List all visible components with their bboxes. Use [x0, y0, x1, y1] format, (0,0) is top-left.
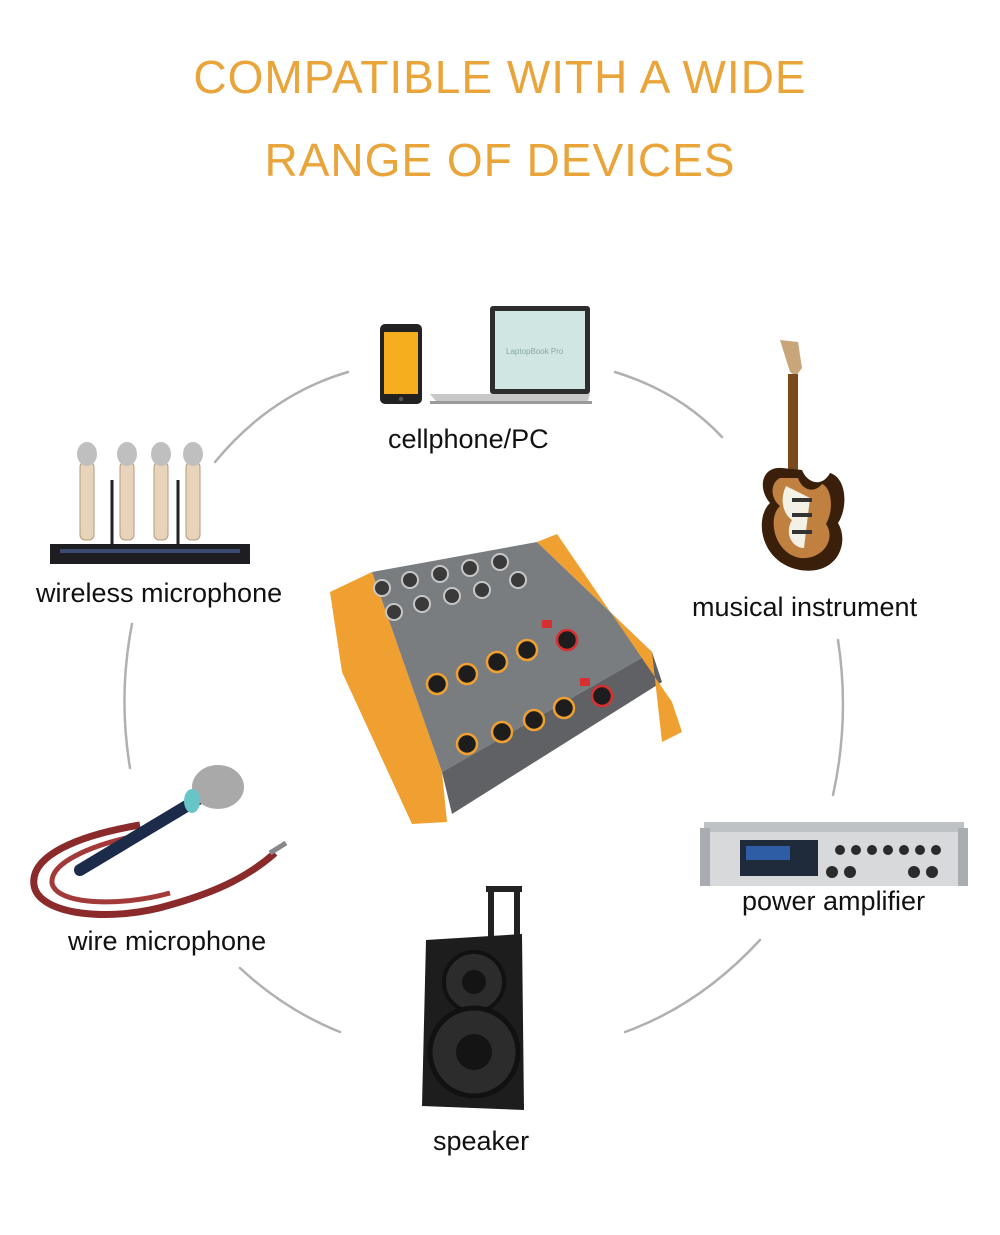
power-amplifier-icon — [700, 822, 968, 886]
device-label-cellphone-pc: cellphone/PC — [388, 424, 549, 454]
device-label-power-amplifier: power amplifier — [742, 886, 926, 916]
laptop-screen-text: LaptopBook Pro — [506, 347, 564, 356]
audio-mixer-icon — [330, 534, 682, 824]
electric-guitar-icon — [761, 340, 845, 571]
device-label-speaker: speaker — [433, 1126, 530, 1156]
wired-microphone-icon — [30, 765, 288, 918]
ring-arc-bottom-left — [238, 966, 342, 1034]
speaker-icon — [422, 886, 524, 1110]
device-label-musical-instrument: musical instrument — [692, 592, 918, 622]
ring-arc-bottom-right — [623, 938, 762, 1034]
wireless-microphone-icon — [50, 442, 250, 564]
headline-line-1: COMPATIBLE WITH A WIDE — [193, 51, 807, 103]
device-label-wireless-microphone: wireless microphone — [36, 578, 283, 608]
ring-arc-left — [123, 622, 134, 770]
ring-arc-right — [831, 638, 845, 797]
headline-line-2: RANGE OF DEVICES — [264, 134, 736, 186]
ring-arc-top-left — [213, 370, 350, 464]
ring-arc-top-right — [613, 370, 724, 439]
device-label-wire-microphone: wire microphone — [68, 926, 267, 956]
cellphone-laptop-icon: LaptopBook Pro — [380, 306, 592, 404]
